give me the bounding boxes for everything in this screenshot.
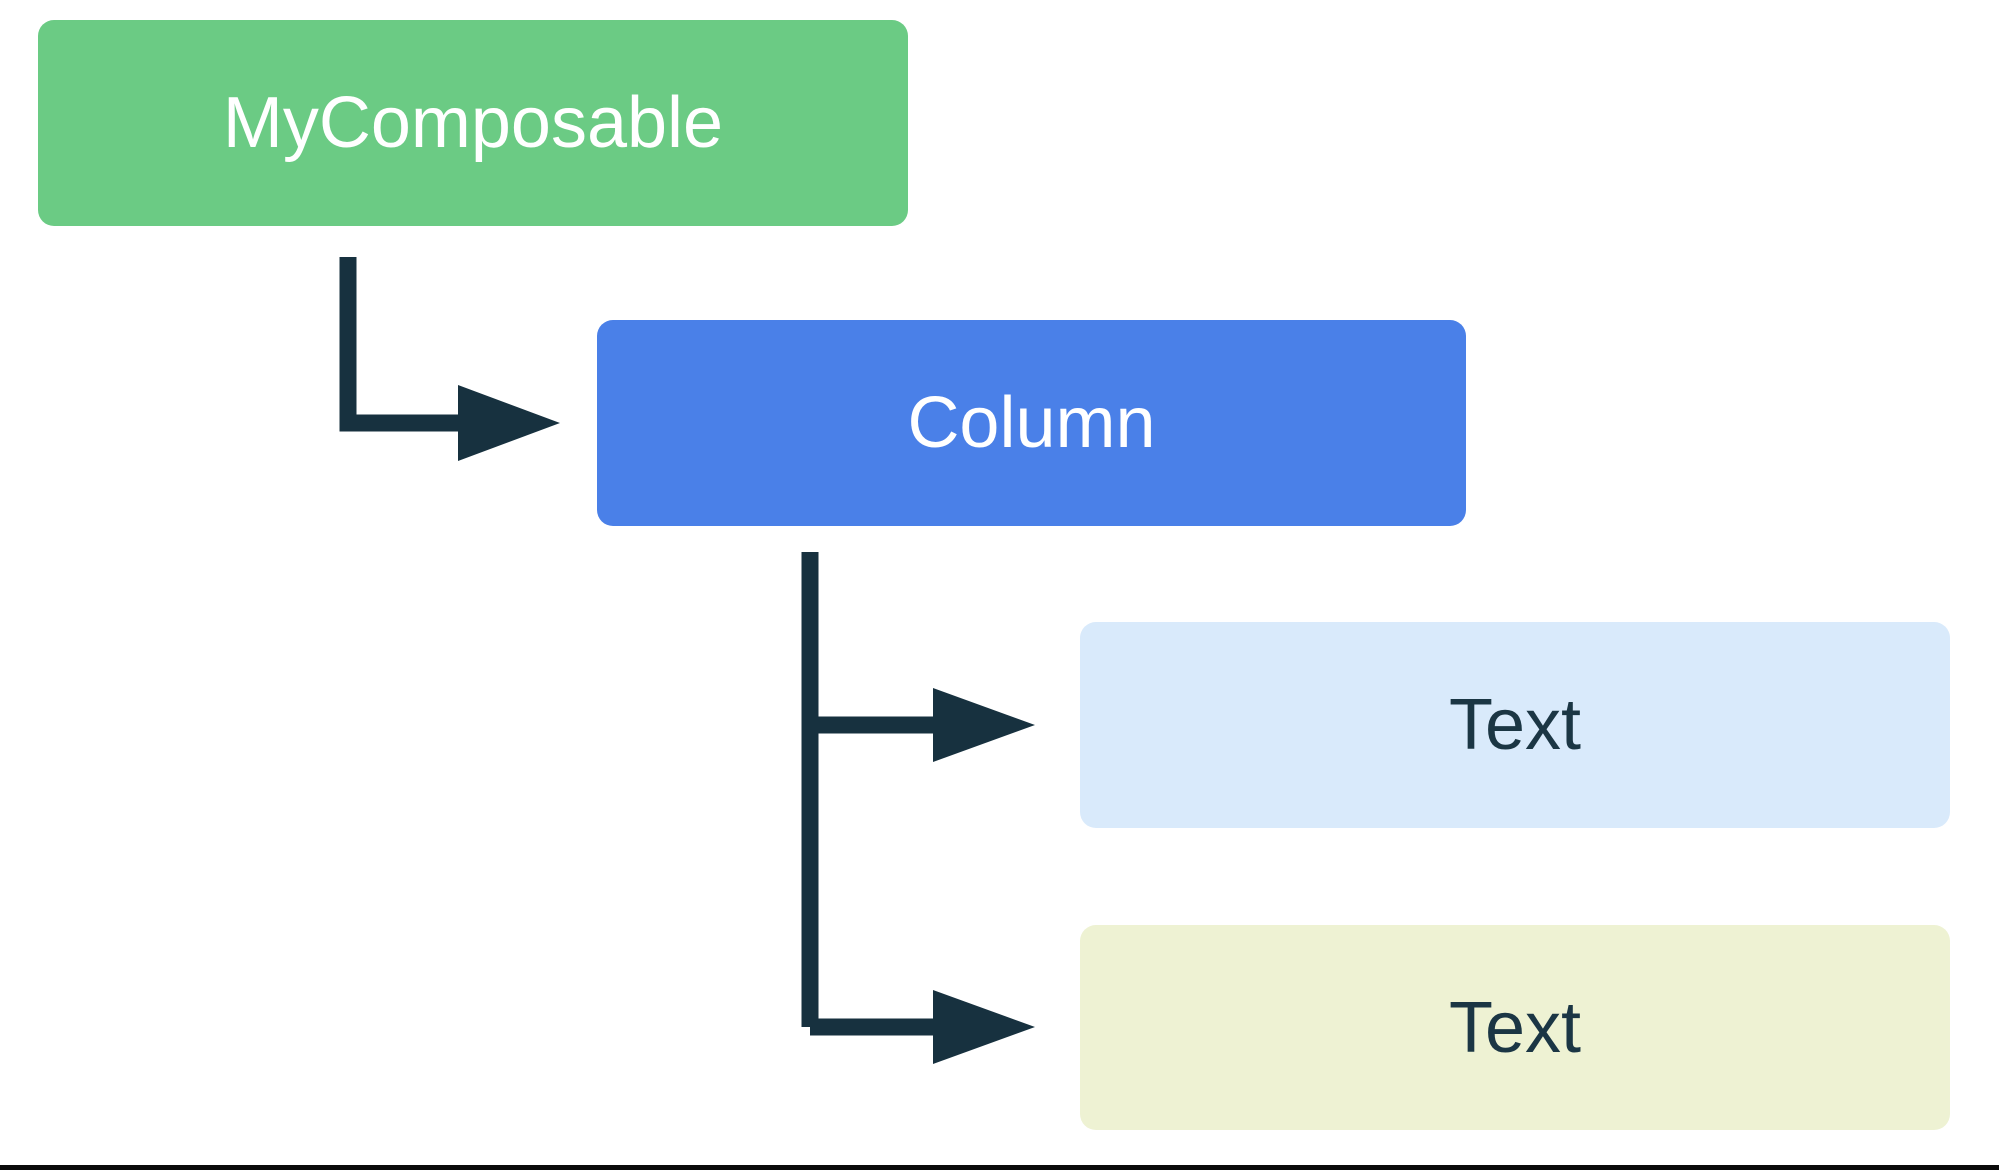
- arrow-column-to-text-1: [810, 688, 1035, 762]
- arrow-elbow-line: [339, 257, 460, 432]
- arrowhead-icon: [933, 688, 1035, 762]
- node-mycomposable: MyComposable: [38, 20, 908, 226]
- arrow-column-to-text-2: [810, 990, 1035, 1064]
- arrowhead-icon: [933, 990, 1035, 1064]
- node-mycomposable-label: MyComposable: [222, 83, 724, 163]
- node-text-first: Text: [1080, 622, 1950, 828]
- node-text-first-label: Text: [1448, 685, 1582, 765]
- arrowhead-icon: [458, 385, 560, 461]
- node-text-second: Text: [1080, 925, 1950, 1130]
- node-text-second-label: Text: [1448, 987, 1582, 1068]
- arrow-mycomposable-to-column: [339, 257, 560, 461]
- node-column: Column: [597, 320, 1466, 526]
- bottom-rule: [0, 1165, 1999, 1170]
- node-column-label: Column: [907, 383, 1156, 463]
